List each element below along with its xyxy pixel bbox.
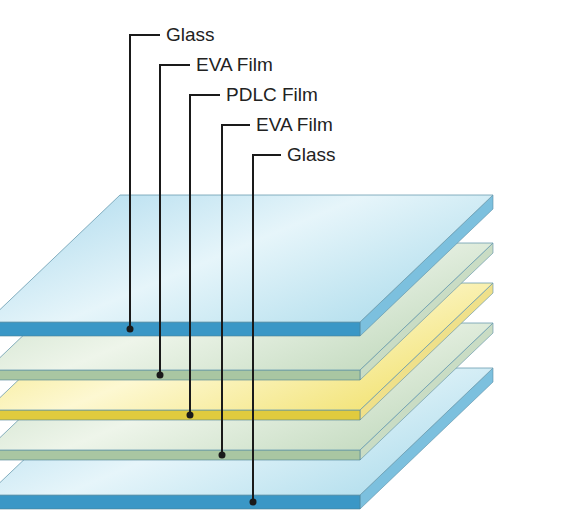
slab-front xyxy=(0,410,360,420)
part-label: EVA Film xyxy=(256,114,333,136)
leader-line xyxy=(160,65,190,375)
leader-dot xyxy=(219,452,226,459)
part-label: PDLC Film xyxy=(226,84,318,106)
part-label: Glass xyxy=(287,144,336,166)
leader-line xyxy=(253,155,281,502)
part-label: Glass xyxy=(166,24,215,46)
leader-dot xyxy=(127,326,134,333)
slab-front xyxy=(0,495,360,509)
leader-dot xyxy=(157,372,164,379)
slab-front xyxy=(0,370,360,380)
leader-line xyxy=(222,125,250,455)
part-label: EVA Film xyxy=(196,54,273,76)
leader-dot xyxy=(187,412,194,419)
leader-line xyxy=(190,95,220,415)
slab-front xyxy=(0,322,360,336)
layer-slab xyxy=(0,195,493,336)
slab-top xyxy=(0,195,493,322)
slab-front xyxy=(0,450,360,460)
leader-dot xyxy=(250,499,257,506)
leader-line xyxy=(130,35,160,329)
